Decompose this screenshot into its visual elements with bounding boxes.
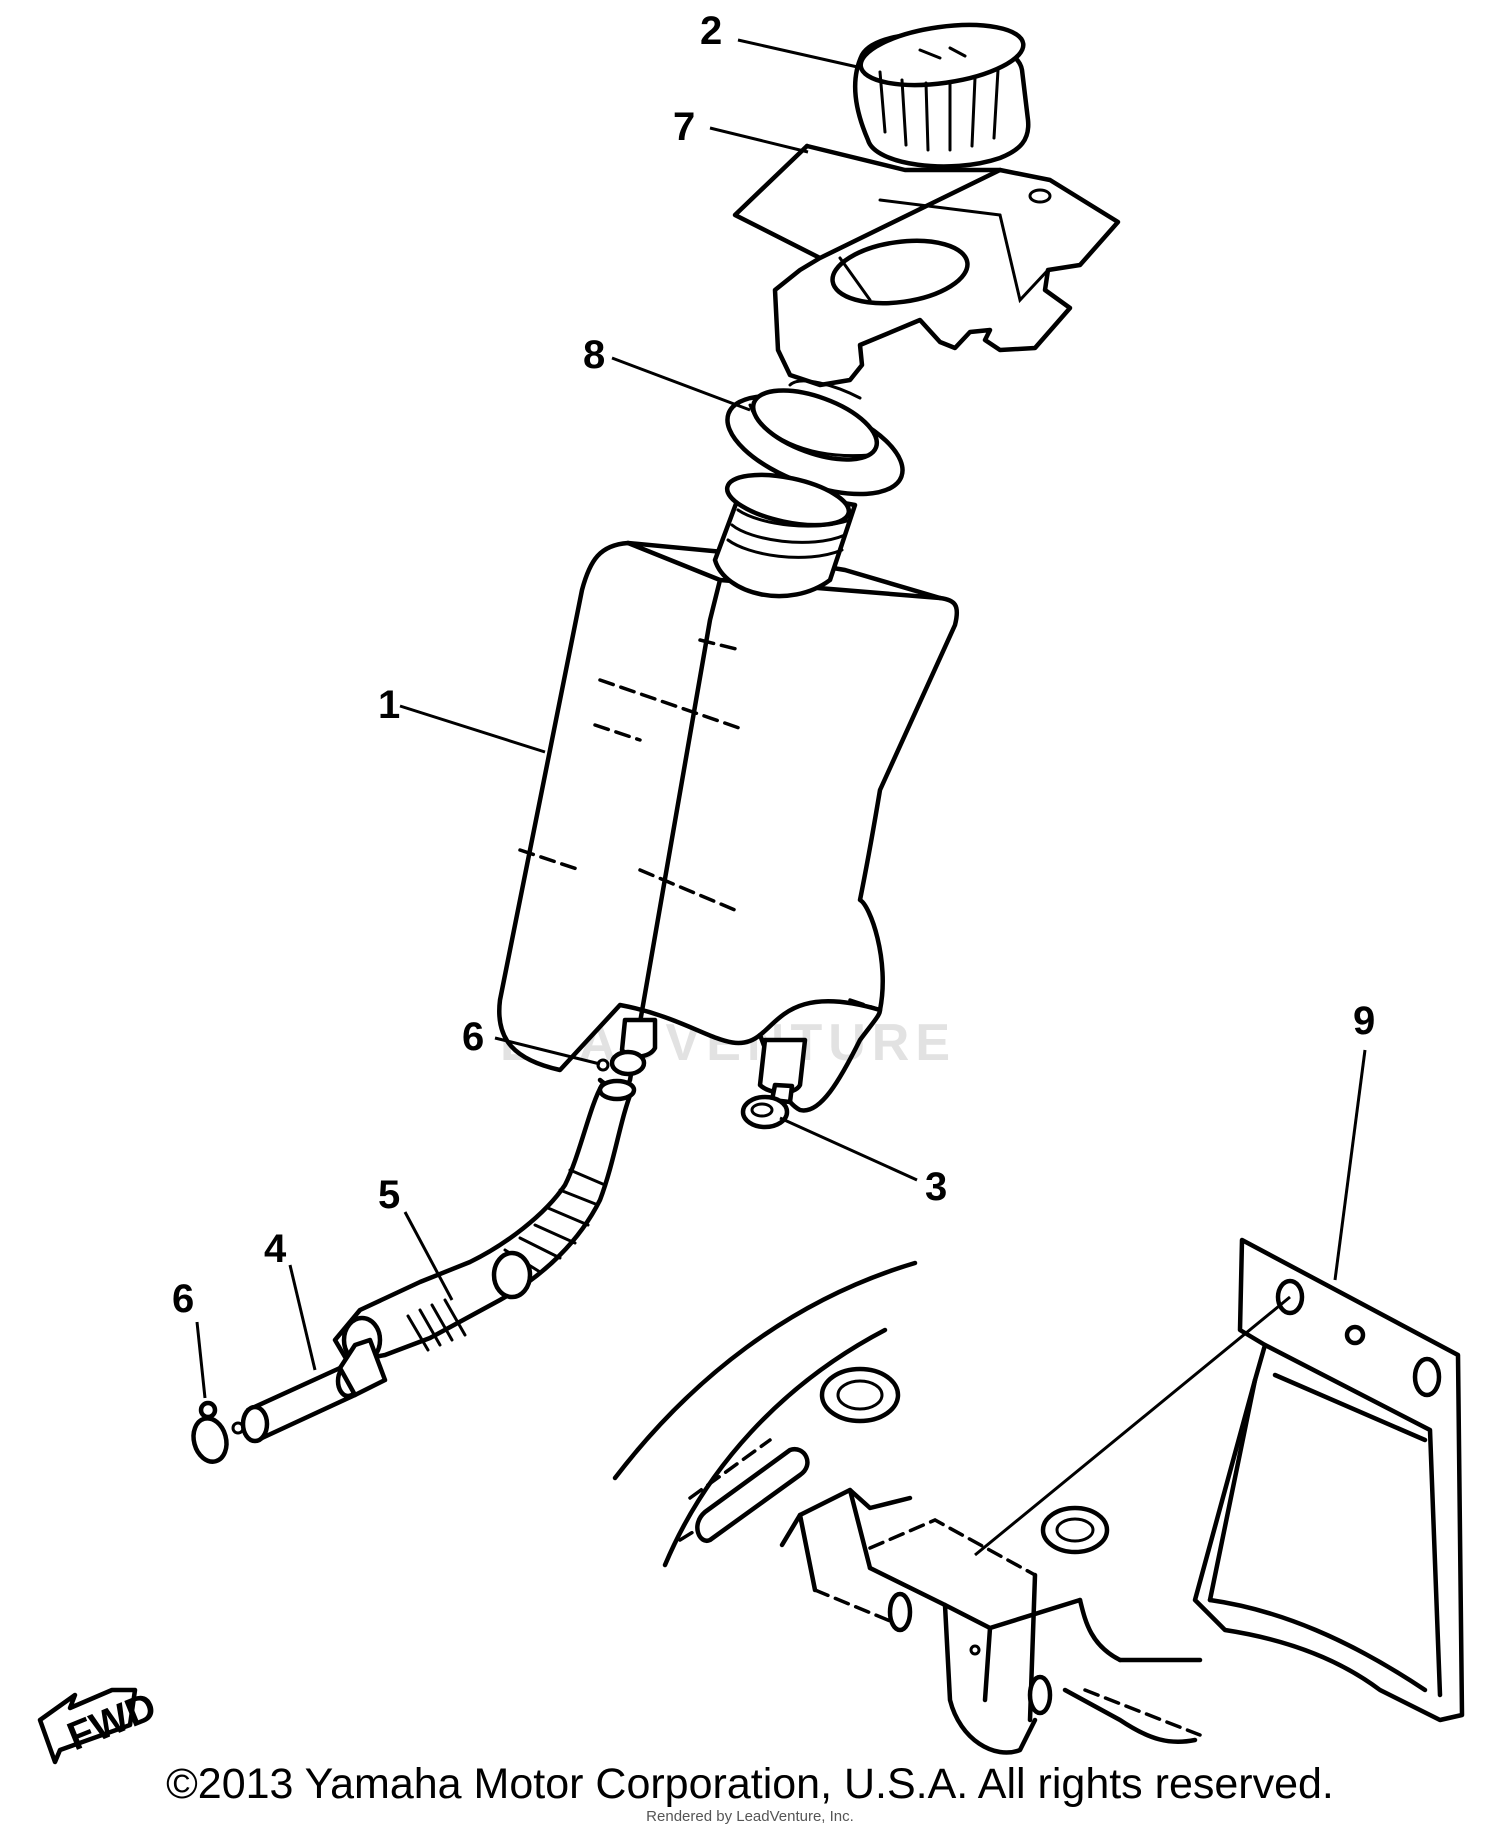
part-2-cap: [852, 22, 1031, 169]
copyright-notice: ©2013 Yamaha Motor Corporation, U.S.A. A…: [166, 1760, 1334, 1808]
leader-lines: [195, 38, 1367, 1399]
part-6-clip-upper: [596, 1049, 647, 1077]
part-7-bracket: [732, 143, 1121, 388]
part-1-tank: [497, 472, 960, 1113]
leader-8: [611, 356, 751, 412]
part-6-clip-lower: [191, 1400, 245, 1464]
forward-arrow: FWD: [37, 1684, 162, 1765]
callout-8: 8: [583, 333, 605, 377]
leader-7: [709, 126, 809, 154]
part-8-gasket: [725, 379, 905, 497]
callout-numbers: 2 7 8 1 6 3 5 4 6 9: [172, 9, 1375, 1321]
leader-6a: [494, 1036, 601, 1066]
callout-4: 4: [264, 1227, 287, 1271]
leader-5: [403, 1211, 454, 1301]
part-4-pipe: [240, 1337, 388, 1444]
leader-1: [399, 704, 546, 754]
callout-6-lower: 6: [172, 1277, 194, 1321]
callout-2: 2: [700, 9, 722, 53]
part-9-bracket: [974, 1237, 1465, 1723]
leader-2: [737, 38, 863, 70]
part-3-grommet: [740, 1094, 790, 1130]
callout-1: 1: [378, 683, 400, 727]
callout-3: 3: [925, 1165, 947, 1209]
part-5-hose: [332, 1078, 637, 1365]
leader-9: [1333, 1049, 1367, 1281]
frame-body: [612, 1260, 1203, 1755]
rendered-by-notice: Rendered by LeadVenture, Inc.: [646, 1808, 854, 1825]
leader-3: [779, 1116, 918, 1182]
callout-6-upper: 6: [462, 1015, 484, 1059]
callout-5: 5: [378, 1173, 400, 1217]
callout-9: 9: [1353, 999, 1375, 1043]
leader-4: [288, 1264, 317, 1371]
leader-6b: [195, 1321, 207, 1399]
callout-7: 7: [673, 105, 695, 149]
